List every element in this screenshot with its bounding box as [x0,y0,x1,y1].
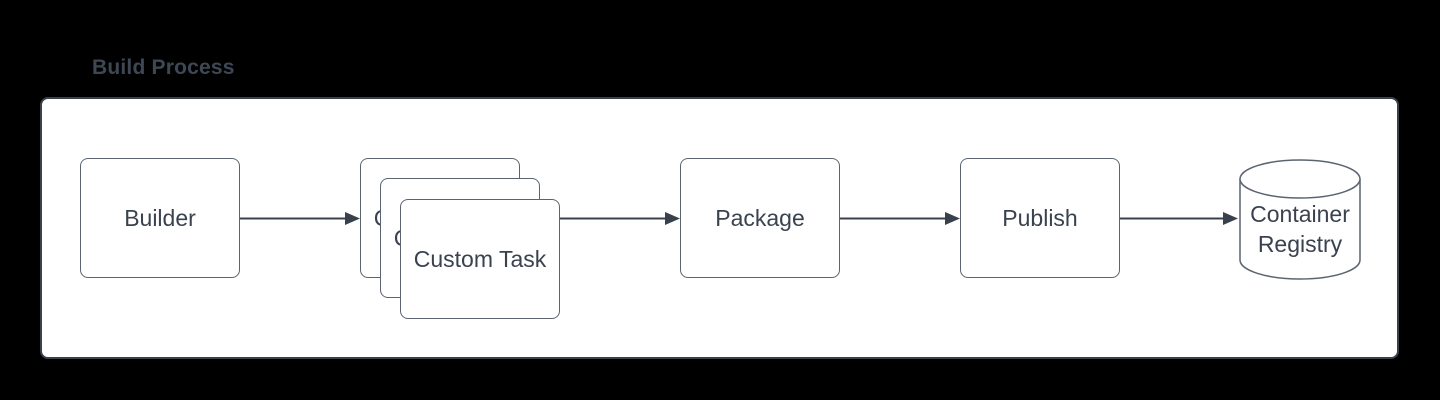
diagram-title: Build Process [92,56,235,79]
custom-task-label: Custom Task [413,245,547,272]
node-container-registry-label: Container Registry [1250,201,1350,257]
node-builder-label: Builder [124,204,196,231]
node-package: Package [680,158,840,278]
node-publish: Publish [960,158,1120,278]
custom-task-card-front: Custom Task [400,199,560,319]
database-cylinder-icon [1239,159,1361,280]
node-container-registry: Container Registry [1238,158,1362,281]
node-package-label: Package [715,204,805,231]
node-publish-label: Publish [1002,204,1078,231]
node-builder: Builder [80,158,240,278]
